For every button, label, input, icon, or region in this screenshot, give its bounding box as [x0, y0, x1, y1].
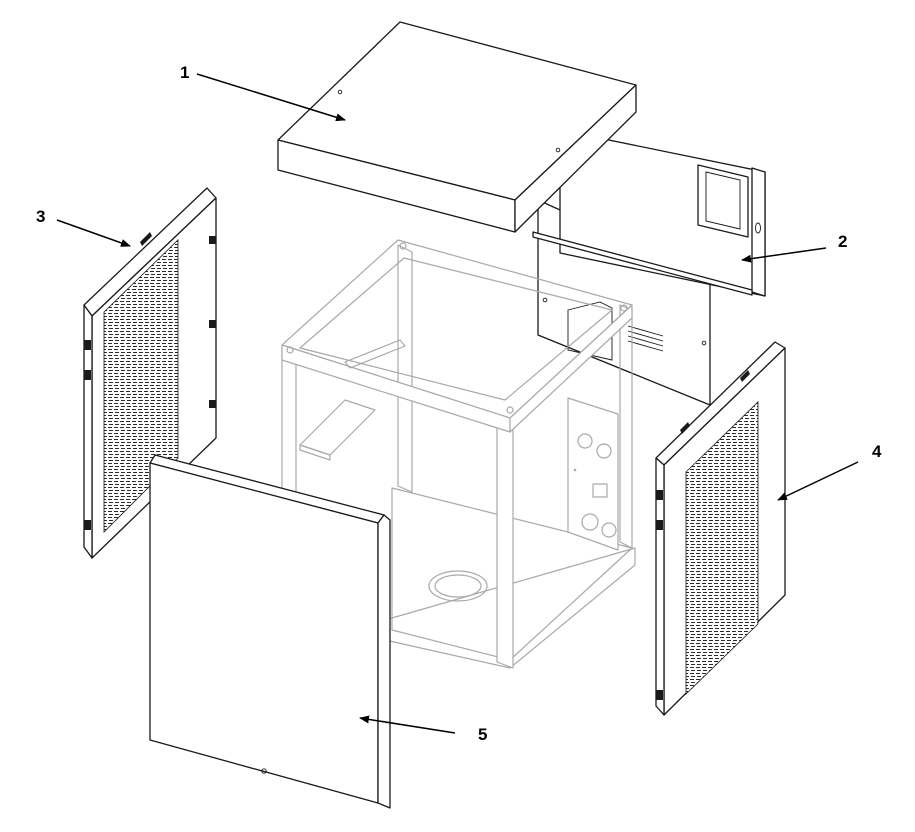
cabinet-frame [281, 239, 636, 669]
leader-2 [741, 247, 827, 263]
leader-5 [359, 715, 456, 734]
rear-panel-louvers [627, 325, 664, 352]
front-door-panel [149, 454, 391, 809]
callouts: 1 2 3 4 5 [36, 63, 882, 744]
leader-3 [56, 219, 131, 247]
callout-4: 4 [872, 442, 882, 461]
callout-1: 1 [180, 63, 189, 82]
leader-1 [196, 73, 346, 122]
callout-5: 5 [478, 725, 487, 744]
right-side-panel [655, 341, 786, 716]
rear-panel [532, 129, 766, 406]
left-side-panel [83, 187, 217, 559]
top-panel [277, 21, 637, 233]
callout-2: 2 [838, 232, 847, 251]
leader-4 [777, 461, 859, 501]
callout-3: 3 [36, 207, 45, 226]
leader-lines [56, 73, 859, 734]
